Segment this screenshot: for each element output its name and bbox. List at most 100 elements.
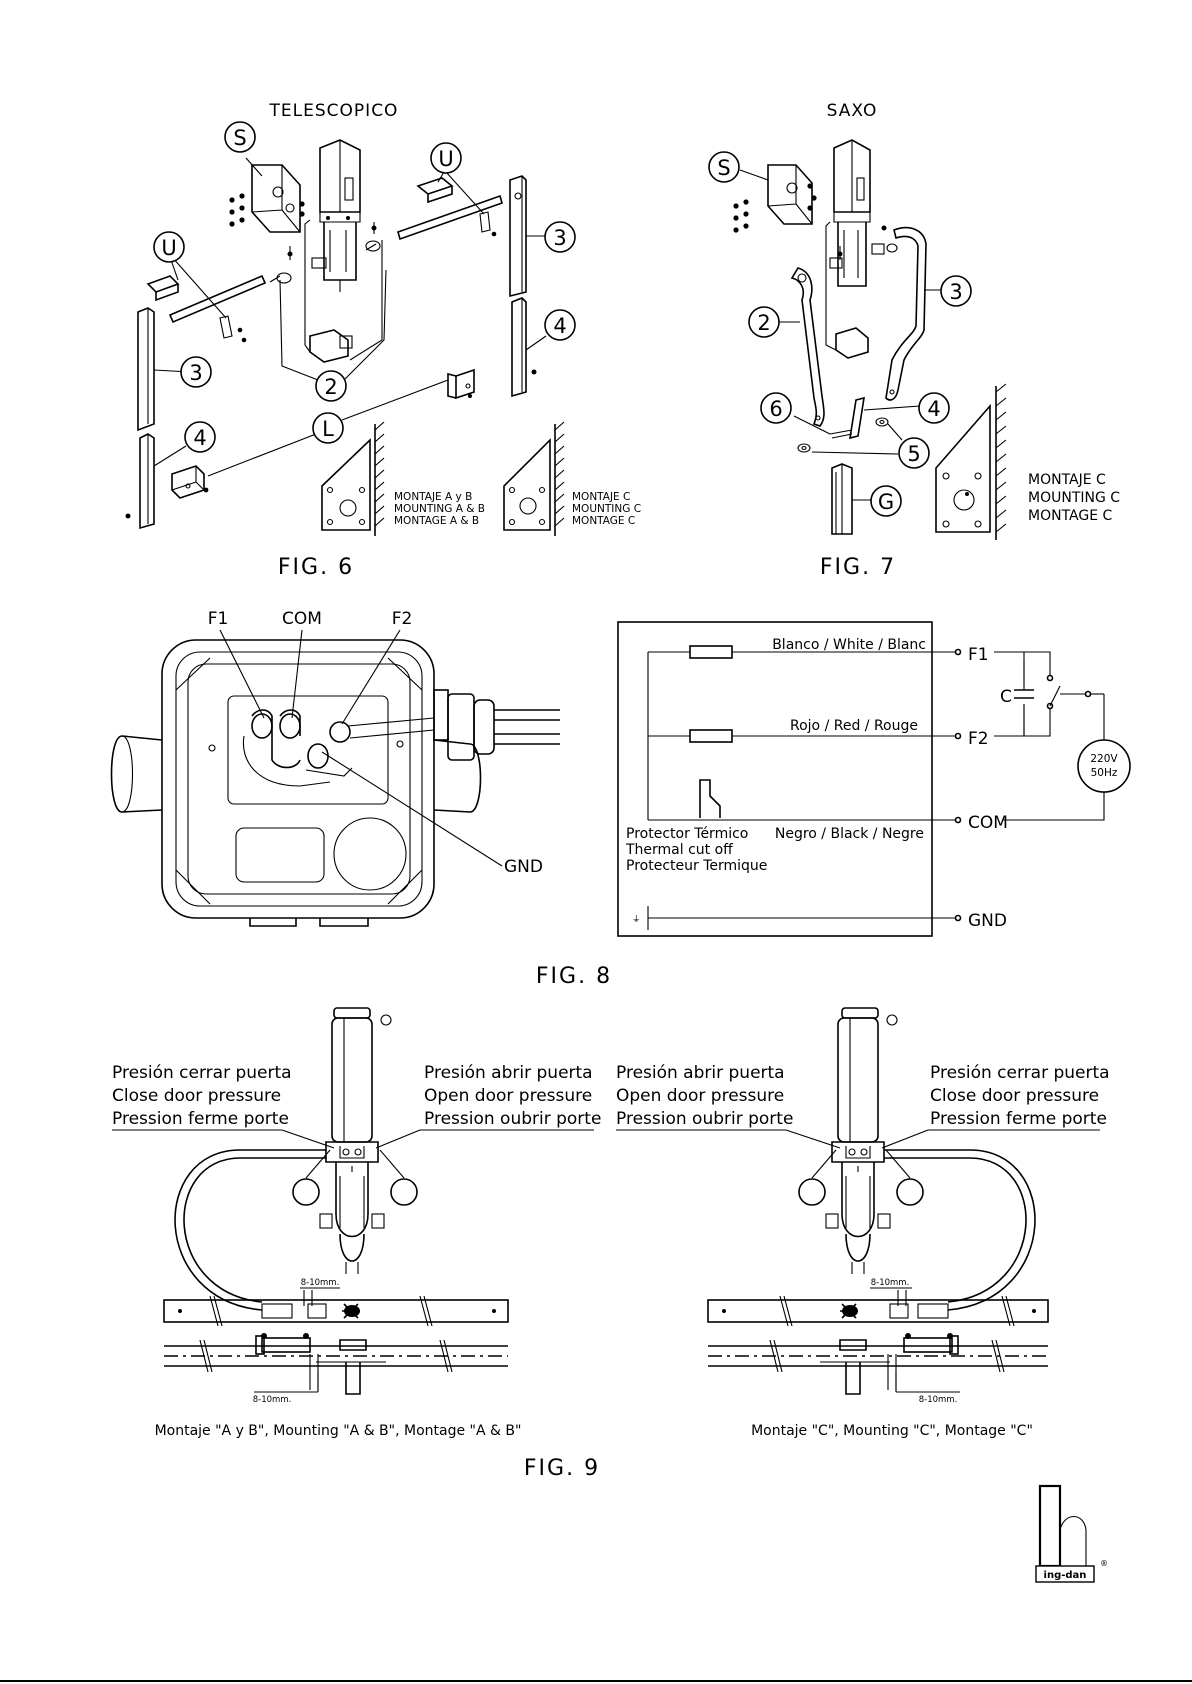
fig6-callout-3-left: 3: [180, 356, 212, 388]
fig6-callout-l: L: [312, 412, 344, 444]
supply-voltage: 220V: [1090, 753, 1118, 765]
wiring-label-f1: F1: [968, 645, 989, 665]
thermal-label-fr: Protecteur Termique: [626, 858, 767, 874]
fig9-right-caption: Montaje "C", Mounting "C", Montage "C": [751, 1423, 1033, 1439]
fig6-mounting-plate-ab: MONTAJE A y B MOUNTING A & B MONTAGE A &…: [321, 421, 485, 536]
svg-text:MONTAGE A & B: MONTAGE A & B: [394, 515, 479, 527]
fig6-arm-2: 2: [279, 269, 387, 402]
svg-text:4: 4: [553, 314, 566, 338]
fig9-caption: FIG. 9: [524, 1456, 600, 1481]
wire-white-label: Blanco / White / Blanc: [772, 637, 926, 653]
fig8-caption: FIG. 8: [536, 964, 612, 989]
fig9-left-close-pressure-en: Close door pressure: [112, 1086, 281, 1106]
fig6-arm-4-right: [511, 297, 547, 398]
fig8-label-com: COM: [282, 609, 322, 629]
svg-text:6: 6: [769, 397, 782, 421]
svg-text:MONTAJE C: MONTAJE C: [572, 491, 630, 503]
fig8-label-f2: F2: [392, 609, 413, 629]
fig9-left-open-pressure-es: Presión abrir puerta: [424, 1063, 593, 1083]
logo-text: ing-dan: [1044, 1570, 1087, 1581]
fig9-left-dim-bottom: 8-10mm.: [253, 1395, 292, 1405]
supply-frequency: 50Hz: [1091, 767, 1118, 779]
fig9-left-caption: Montaje "A y B", Mounting "A & B", Monta…: [155, 1423, 522, 1439]
fig6-clip-u-left: [146, 256, 247, 343]
fig6-heading: TELESCOPICO: [269, 101, 399, 121]
fig7-arm-2: 2: [748, 267, 825, 427]
fig6-callout-s: S: [224, 121, 256, 153]
fig7-part-6: 6: [760, 392, 853, 439]
fig9-left-mounting-ab: Presión cerrar puerta Close door pressur…: [112, 1007, 601, 1439]
svg-text:2: 2: [757, 311, 770, 335]
svg-text:3: 3: [949, 280, 962, 304]
fig6-arm-4-left: [125, 433, 187, 530]
fig7-closer-body: [825, 139, 898, 359]
fig7-heading: SAXO: [827, 101, 878, 121]
svg-text:L: L: [322, 417, 334, 441]
svg-text:U: U: [438, 147, 453, 171]
fig6-callout-u-right: U: [430, 142, 462, 174]
svg-text:MOUNTING A & B: MOUNTING A & B: [394, 503, 485, 515]
fig6-telescopico: TELESCOPICO S: [125, 101, 641, 580]
wiring-label-gnd: GND: [968, 911, 1007, 931]
fig6-callout-u-left: U: [153, 231, 185, 263]
wire-red-label: Rojo / Red / Rouge: [790, 718, 918, 734]
fig9-left-close-pressure-fr: Pression ferme porte: [112, 1109, 289, 1129]
fig7-caption: FIG. 7: [820, 555, 896, 580]
svg-text:S: S: [233, 126, 246, 150]
thermal-label-en: Thermal cut off: [625, 842, 733, 858]
svg-text:MONTAJE C: MONTAJE C: [1028, 472, 1106, 488]
fig9-right-open-pressure-fr: Pression oubrir porte: [616, 1109, 793, 1129]
fig6-callout-3-right: 3: [544, 221, 576, 253]
brand-logo: ing-dan ®: [1035, 1484, 1108, 1583]
fig6-closer-body: [287, 139, 383, 363]
fig7-bracket-s: S: [708, 151, 817, 233]
fig7-part-5: 5: [797, 417, 930, 469]
thermal-label-es: Protector Térmico: [626, 826, 748, 842]
fig9-left-close-pressure-es: Presión cerrar puerta: [112, 1063, 292, 1083]
fig9-right-close-pressure-fr: Pression ferme porte: [930, 1109, 1107, 1129]
fig6-rods: [168, 194, 503, 324]
svg-text:MONTAJE A y B: MONTAJE A y B: [394, 491, 472, 503]
svg-text:MONTAGE C: MONTAGE C: [1028, 508, 1113, 524]
fig6-clip-u-right: [416, 171, 497, 237]
fig7-part-4: 4: [849, 392, 950, 440]
fig9-left-open-pressure-en: Open door pressure: [424, 1086, 592, 1106]
fig9-left-dim-top: 8-10mm.: [301, 1278, 340, 1288]
svg-text:U: U: [161, 236, 176, 260]
svg-text:MOUNTING C: MOUNTING C: [1028, 490, 1120, 506]
wiring-label-f2: F2: [968, 729, 989, 749]
fig7-saxo: SAXO S: [708, 101, 1120, 580]
svg-text:MOUNTING C: MOUNTING C: [572, 503, 641, 515]
svg-text:2: 2: [324, 375, 337, 399]
svg-text:MONTAGE C: MONTAGE C: [572, 515, 635, 527]
fig7-mounting-plate-c: MONTAJE C MOUNTING C MONTAGE C: [935, 383, 1120, 540]
fig9-left-open-pressure-fr: Pression oubrir porte: [424, 1109, 601, 1129]
fig8-wiring-diagram: Blanco / White / Blanc Rojo / Red / Roug…: [536, 621, 1131, 989]
fig7-arm-3: 3: [885, 226, 972, 401]
fig6-bracket-l: [171, 368, 475, 499]
fig8-terminal-box: F1 COM F2 GND: [110, 609, 560, 927]
fig8-label-gnd: GND: [504, 857, 543, 877]
wiring-label-com: COM: [968, 813, 1008, 833]
svg-text:5: 5: [907, 442, 920, 466]
fig6-callout-4-left: 4: [184, 421, 216, 453]
fig6-mounting-plate-c: MONTAJE C MOUNTING C MONTAGE C: [503, 421, 641, 536]
fig9-right-dim-bottom: 8-10mm.: [919, 1395, 958, 1405]
svg-text:S: S: [717, 156, 730, 180]
svg-text:4: 4: [193, 426, 206, 450]
fig6-callout-4-right: 4: [544, 309, 576, 341]
capacitor-label: C: [1000, 687, 1012, 707]
fig6-arm-3-right: [509, 175, 545, 298]
logo-registered-mark: ®: [1100, 1559, 1108, 1568]
svg-text:4: 4: [927, 397, 940, 421]
fig9-right-open-pressure-en: Open door pressure: [616, 1086, 784, 1106]
svg-text:⏚: ⏚: [632, 915, 641, 925]
svg-text:3: 3: [189, 361, 202, 385]
svg-text:G: G: [878, 490, 894, 514]
fig8-label-f1: F1: [208, 609, 229, 629]
fig9-right-mounting-c: Presión abrir puerta Open door pressure …: [616, 1007, 1110, 1439]
fig9-right-open-pressure-es: Presión abrir puerta: [616, 1063, 785, 1083]
fig6-bracket-s: [229, 157, 305, 233]
fig9-right-close-pressure-en: Close door pressure: [930, 1086, 1099, 1106]
